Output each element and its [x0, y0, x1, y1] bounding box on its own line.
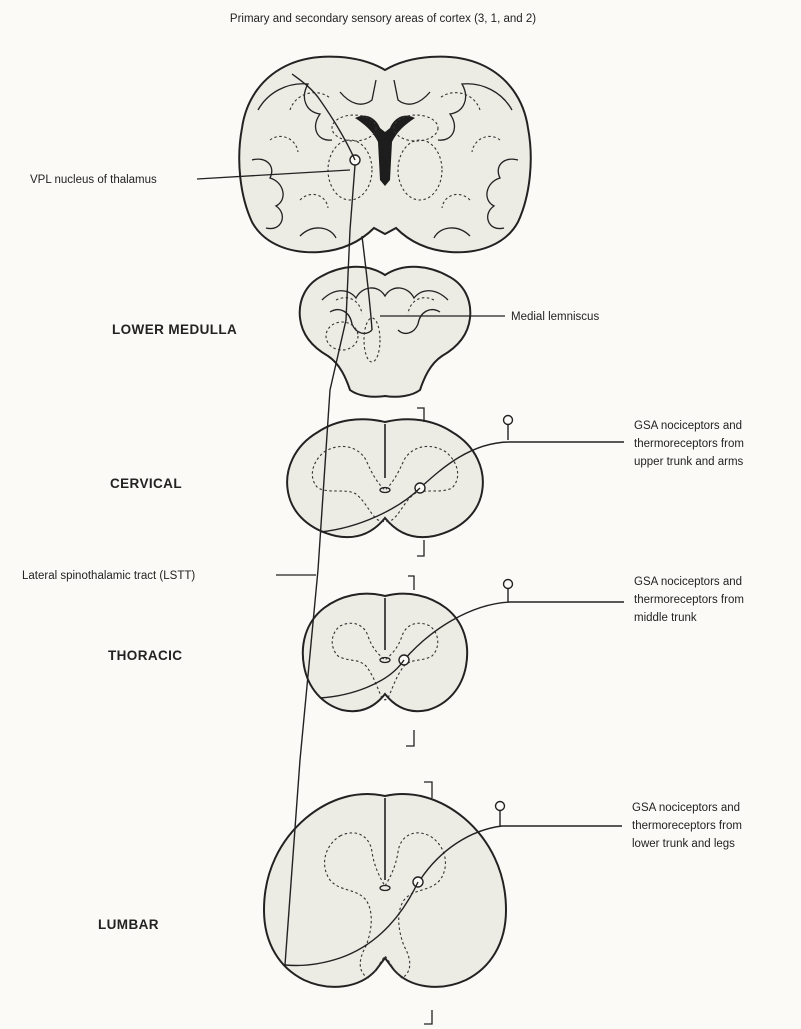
thoracic-label: THORACIC	[108, 648, 182, 663]
gsa-lumbar-label: GSA nociceptors and thermoreceptors from…	[632, 802, 745, 850]
medial-lemniscus-label: Medial lemniscus	[511, 311, 599, 323]
lower-medulla-section	[300, 267, 471, 397]
lower-medulla-label: LOWER MEDULLA	[112, 322, 237, 337]
brain-coronal-section	[239, 57, 531, 253]
cortex-label: Primary and secondary sensory areas of c…	[230, 13, 536, 25]
cervical-cord-section	[287, 408, 483, 556]
lstt-label: Lateral spinothalamic tract (LSTT)	[22, 570, 195, 582]
gsa-thoracic-label: GSA nociceptors and thermoreceptors from…	[634, 576, 747, 624]
vpl-nucleus-label: VPL nucleus of thalamus	[30, 174, 157, 186]
cervical-label: CERVICAL	[110, 476, 182, 491]
lumbar-label: LUMBAR	[98, 917, 159, 932]
lumbar-cord-section	[264, 782, 506, 1024]
gsa-cervical-label: GSA nociceptors and thermoreceptors from…	[634, 420, 747, 468]
thoracic-cord-section	[303, 576, 467, 746]
